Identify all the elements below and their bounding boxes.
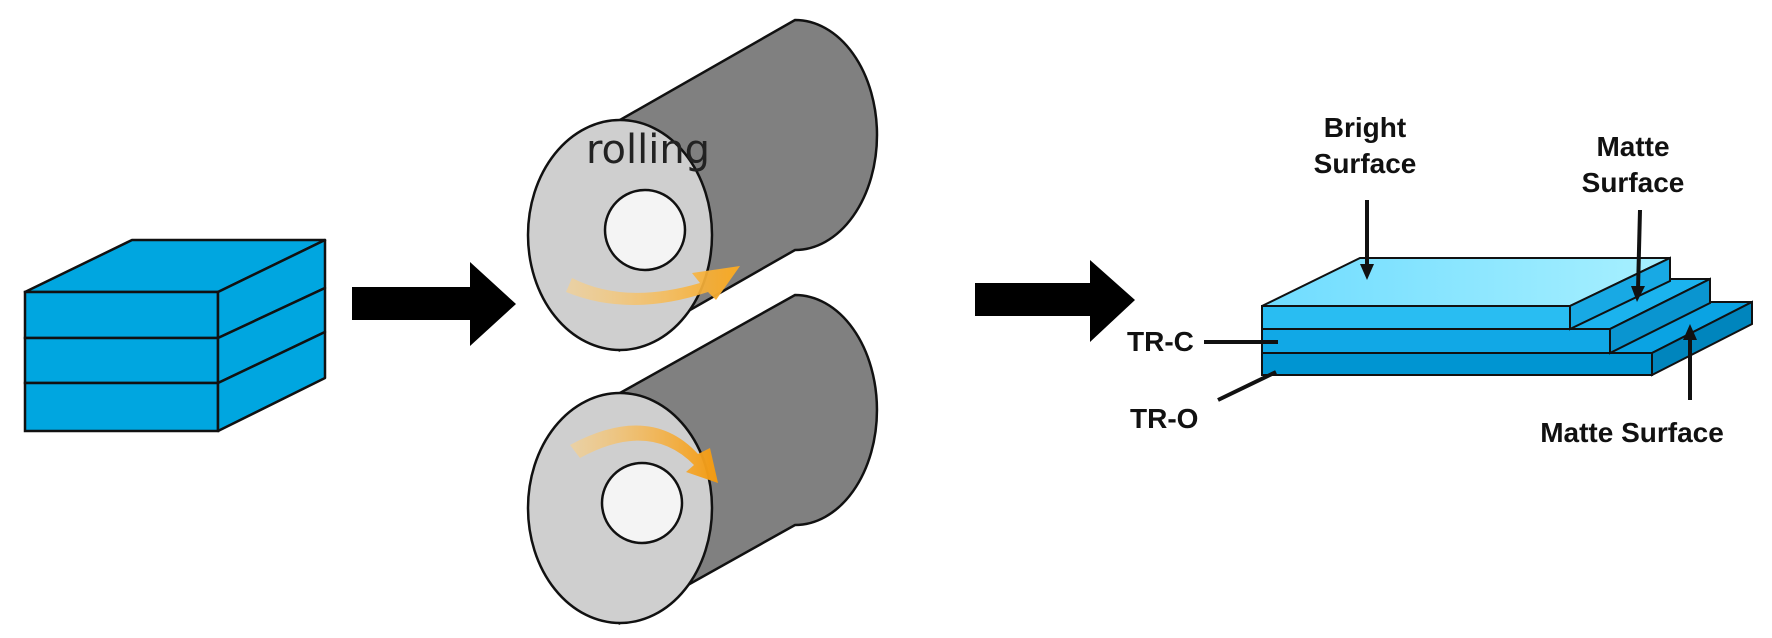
rolling-label: rolling	[586, 127, 710, 173]
process-arrow-1	[352, 262, 516, 346]
foil-top-front	[1261, 305, 1571, 330]
tr-o-pointer	[1217, 370, 1277, 402]
foil-bottom-front	[1261, 352, 1653, 376]
stack-layer-3-side	[216, 330, 327, 433]
stack-layer-1-front	[23, 290, 220, 340]
matte-surface-top-pointer	[1636, 209, 1642, 291]
foil-annotations: Bright Surface Matte Surface Matte Surfa…	[1127, 112, 1724, 448]
top-rotation-arrow	[566, 266, 740, 305]
tr-o-label: TR-O	[1130, 403, 1198, 434]
matte-surface-bottom-label: Matte Surface	[1540, 417, 1724, 448]
bright-surface-label-line1: Bright	[1324, 112, 1406, 143]
foil-middle-side	[1609, 277, 1711, 355]
top-roller-axle	[603, 188, 687, 272]
laminated-foil	[1261, 256, 1753, 377]
stack-layer-3-front	[23, 381, 220, 433]
bottom-rotation-arrow	[570, 425, 718, 483]
matte-surface-bottom-pointer-head	[1683, 324, 1697, 340]
matte-surface-top-label-line1: Matte	[1596, 131, 1669, 162]
foil-bottom-side	[1651, 300, 1753, 377]
rollers: rolling	[526, 18, 879, 626]
stacked-sheets	[23, 238, 327, 433]
process-arrow-2	[975, 260, 1135, 342]
bright-surface-pointer-head	[1360, 264, 1374, 280]
stack-layer-2-front	[23, 336, 220, 385]
bright-surface-label-line2: Surface	[1314, 148, 1417, 179]
tr-c-label: TR-C	[1127, 326, 1194, 357]
foil-middle-front	[1261, 328, 1611, 354]
bottom-roller-axle	[600, 461, 684, 545]
matte-surface-top-pointer-head	[1631, 286, 1645, 302]
matte-surface-top-label-line2: Surface	[1582, 167, 1685, 198]
